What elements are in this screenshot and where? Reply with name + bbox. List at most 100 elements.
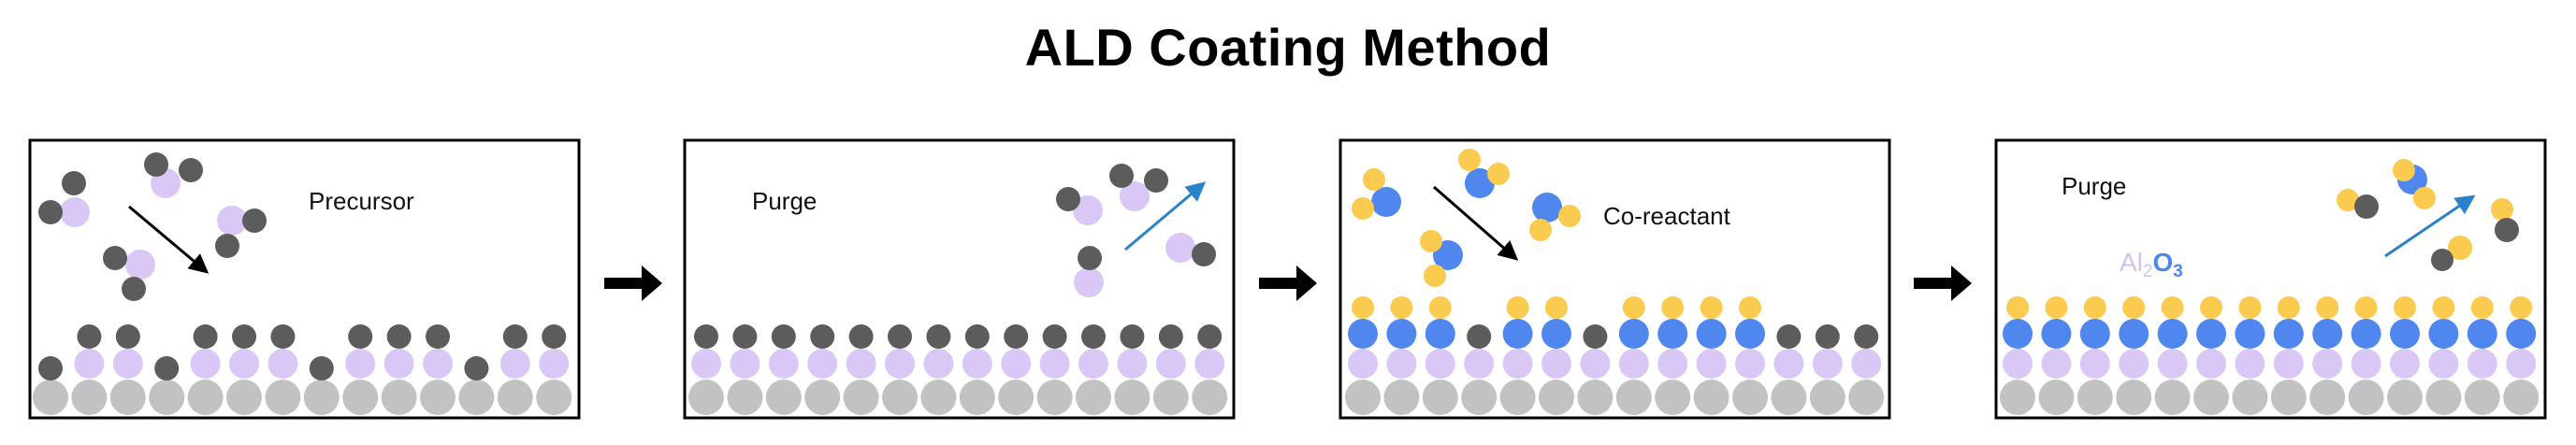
metal-atom — [539, 349, 570, 379]
oxygen-atom — [2196, 319, 2226, 349]
coreactant-atom — [2083, 296, 2106, 319]
oxygen-atom — [2157, 319, 2188, 349]
exhaust-arrow — [2384, 194, 2476, 258]
substrate-atom — [1848, 380, 1885, 415]
metal-atom — [499, 349, 530, 379]
metal-atom — [1541, 349, 1571, 379]
oxygen-atom — [1735, 319, 1765, 349]
ligand-atom — [888, 324, 912, 349]
substrate-atom — [2232, 380, 2268, 415]
coreactant-atom — [2122, 296, 2146, 319]
metal-atom — [807, 349, 838, 379]
substrate-atom — [1615, 380, 1652, 415]
oxygen-atom — [1657, 319, 1688, 349]
coreactant-atom — [1545, 296, 1568, 319]
metal-atom — [1696, 349, 1727, 379]
oxygen-atom — [2235, 319, 2265, 349]
ligand-atom — [771, 324, 796, 349]
oxygen-atom — [1502, 319, 1533, 349]
substrate-atom — [843, 380, 879, 415]
metal-atom — [1502, 349, 1533, 379]
substrate-atom — [804, 380, 841, 415]
ligand-atom — [1854, 324, 1879, 349]
coreactant-atom — [1739, 296, 1761, 319]
diffusion-arrow — [1433, 185, 1519, 261]
metal-atom — [1155, 349, 1186, 379]
substrate-atom — [226, 380, 262, 415]
oxygen-atom — [2428, 319, 2459, 349]
ligand-atom — [154, 356, 180, 380]
oxygen-atom — [2273, 319, 2304, 349]
panel-label: Purge — [752, 187, 817, 215]
substrate-atom — [536, 380, 572, 415]
substrate-atom — [1655, 380, 1691, 415]
substrate-atom — [381, 380, 417, 415]
metal-atom — [2196, 349, 2226, 379]
metal-atom — [112, 349, 143, 379]
substrate-atom — [1732, 380, 1768, 415]
ligand-atom — [732, 324, 758, 349]
surface-precursor-layer — [691, 324, 1225, 379]
substrate-atom — [765, 380, 802, 415]
substrate-atom — [1114, 380, 1151, 415]
ligand-atom — [848, 324, 874, 349]
metal-atom — [345, 349, 376, 379]
substrate-atom — [303, 380, 340, 415]
metal-atom — [962, 349, 992, 379]
substrate-atom — [1577, 380, 1614, 415]
substrate-atom — [2503, 380, 2540, 415]
substrate-atom — [1345, 380, 1381, 415]
substrate-atom — [187, 380, 224, 415]
metal-atom — [1425, 349, 1455, 379]
metal-atom — [229, 349, 259, 379]
substrate-atom — [1076, 380, 1111, 415]
gas-molecules — [2337, 159, 2519, 271]
ligand-atom — [810, 324, 835, 349]
substrate-atom — [959, 380, 995, 415]
oxygen-atom — [2003, 319, 2033, 349]
coreactant-atom — [2006, 296, 2029, 319]
substrate-atom — [1152, 380, 1189, 415]
coreactant-atom — [1622, 296, 1645, 319]
metal-atom — [190, 349, 221, 379]
ligand-atom — [1042, 324, 1067, 349]
metal-atom — [1386, 349, 1417, 379]
ligand-atom — [38, 356, 63, 380]
metal-atom — [1117, 349, 1148, 379]
ligand-atom — [1815, 324, 1840, 349]
oxygen-atom — [1541, 319, 1571, 349]
substrate-atom — [1499, 380, 1536, 415]
substrate-atom — [1036, 380, 1073, 415]
substrate-atom — [2193, 380, 2229, 415]
substrate-atom — [2309, 380, 2346, 415]
metal-atom — [885, 349, 915, 379]
ligand-atom — [309, 356, 334, 380]
metal-atom — [2506, 349, 2537, 379]
coreactant-atom — [2045, 296, 2068, 319]
diffusion-arrow — [128, 205, 210, 274]
ligand-atom — [1081, 324, 1106, 349]
gas-molecules — [1056, 164, 1216, 297]
coreactant-atom — [1390, 296, 1413, 319]
metal-atom — [1657, 349, 1688, 379]
panel-frame — [28, 138, 581, 420]
metal-atom — [1618, 349, 1649, 379]
metal-atom — [2467, 349, 2497, 379]
oxygen-atom — [1425, 319, 1455, 349]
ligand-atom — [1158, 324, 1183, 349]
metal-atom — [74, 349, 105, 379]
surface-substrate-layer — [33, 380, 572, 415]
surface-substrate-layer — [688, 380, 1228, 415]
panel-precursor: Precursor — [28, 138, 581, 420]
coreactant-atom — [2470, 296, 2494, 319]
ligand-atom — [542, 324, 567, 349]
substrate-atom — [71, 380, 108, 415]
panel-label: Precursor — [309, 187, 414, 215]
formula-o-sub: 3 — [2173, 262, 2183, 281]
right-arrow-icon — [1914, 266, 1972, 301]
coreactant-atom — [2394, 296, 2416, 319]
surface-coating-layer — [2003, 296, 2537, 379]
surface-substrate-layer — [1345, 380, 1885, 415]
